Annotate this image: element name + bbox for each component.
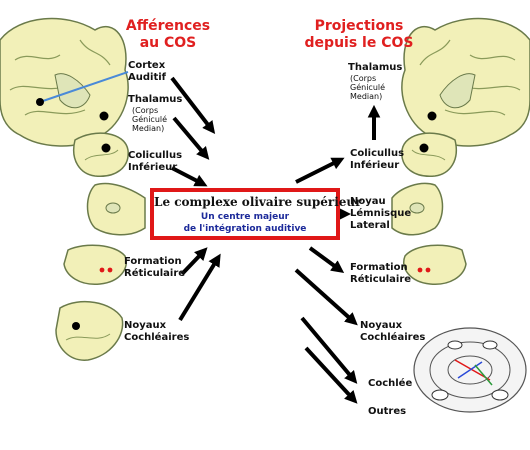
left-label-cortex-line2: Auditif	[128, 72, 167, 83]
right-label-colliculus-line2: Inférieur	[350, 160, 400, 171]
right-brain-section-colliculus-illustration	[401, 132, 457, 177]
arrow-cos-to-cochlee	[300, 316, 358, 384]
left-label-cortex: Cortex Auditif	[128, 60, 166, 84]
left-brain-section-cortex-illustration	[0, 17, 129, 147]
left-label-formation: Formation Réticulaire	[124, 256, 185, 280]
right-label-noyaux-line2: Cochléaires	[360, 332, 426, 343]
cos-subtitle-line1: Un centre majeur	[200, 212, 290, 222]
left-brain-section-cochlear-illustration	[55, 300, 124, 361]
right-heading-line2: depuis le COS	[304, 35, 414, 51]
right-label-outres-line1: Outres	[368, 406, 407, 417]
arrow-cos-to-colliculus	[295, 157, 345, 184]
right-label-colliculus: Colicullus Inférieur	[350, 148, 404, 172]
left-heading: Afférences au COS	[118, 18, 218, 52]
arrow-noyaux-to-cos	[178, 253, 221, 322]
right-label-colliculus-line1: Colicullus	[350, 148, 405, 159]
right-label-lemnisque-line3: Lateral	[350, 220, 390, 231]
right-label-formation: Formation Réticulaire	[350, 262, 411, 286]
right-label-thalamus-sub3: Median)	[350, 92, 383, 101]
left-label-noyaux-line1: Noyaux	[124, 320, 167, 331]
right-label-noyaux-line1: Noyaux	[360, 320, 403, 331]
left-label-cortex-line1: Cortex	[128, 60, 166, 71]
right-label-cochlee-line1: Cochlée	[368, 378, 413, 389]
projection-arrows	[294, 104, 381, 404]
arrow-cortex-to-cos	[170, 76, 216, 135]
right-label-lemnisque: Noyau Lémnisque Lateral	[350, 196, 411, 232]
cos-subtitle-line2: de l'intégration auditive	[183, 224, 307, 234]
left-heading-line1: Afférences	[125, 18, 211, 34]
left-label-thalamus-sub1: (Corps	[132, 106, 159, 115]
cochlea-diagram-illustration	[413, 327, 527, 413]
left-label-thalamus-sub2: Géniculé	[132, 115, 168, 124]
right-heading-line1: Projections	[314, 18, 404, 34]
right-brain-section-lemniscus-illustration	[391, 182, 444, 236]
left-brain-section-colliculus-illustration	[73, 132, 129, 177]
left-brain-section-pons-illustration	[86, 182, 146, 236]
left-label-colliculus: Colicullus Inférieur	[128, 150, 182, 174]
left-label-noyaux-line2: Cochléaires	[124, 332, 190, 343]
arrow-cos-to-noyaux	[294, 268, 358, 326]
left-label-formation-line2: Réticulaire	[124, 268, 186, 279]
right-label-thalamus-line1: Thalamus	[348, 62, 403, 73]
left-label-formation-line1: Formation	[124, 256, 182, 267]
left-label-thalamus-sub3: Median)	[132, 124, 165, 133]
afferent-arrows	[170, 76, 221, 322]
arrow-formation-to-cos	[180, 247, 208, 276]
cos-title: Le complexe olivaire supérieur	[154, 195, 362, 209]
arrow-cos-to-outres	[304, 346, 358, 404]
left-label-colliculus-line2: Inférieur	[128, 162, 178, 173]
right-heading: Projections depuis le COS	[294, 18, 424, 52]
arrow-thalamus-to-cos	[172, 116, 210, 160]
left-brain-section-reticular-illustration	[63, 244, 127, 285]
right-label-lemnisque-line2: Lémnisque	[350, 208, 412, 219]
right-label-formation-line1: Formation	[350, 262, 408, 273]
right-label-thalamus-sub1: (Corps	[350, 74, 377, 83]
right-label-formation-line2: Réticulaire	[350, 274, 412, 285]
left-heading-line2: au COS	[139, 35, 197, 51]
right-brain-section-thalamus-illustration	[401, 17, 530, 147]
left-label-colliculus-line1: Colicullus	[128, 150, 183, 161]
right-label-lemnisque-line1: Noyau	[350, 196, 386, 207]
right-label-thalamus: Thalamus (Corps Géniculé Median)	[348, 62, 402, 101]
left-label-noyaux: Noyaux Cochléaires	[124, 320, 189, 344]
left-label-thalamus-line1: Thalamus	[128, 94, 183, 105]
right-brain-section-reticular-illustration	[403, 244, 467, 285]
right-label-cochlee: Cochlée	[368, 378, 412, 390]
arrow-cos-to-formation	[308, 246, 345, 274]
right-label-noyaux: Noyaux Cochléaires	[360, 320, 425, 344]
left-label-thalamus: Thalamus (Corps Géniculé Median)	[128, 94, 182, 133]
right-label-thalamus-sub2: Géniculé	[350, 83, 386, 92]
right-label-outres: Outres	[368, 406, 406, 418]
cos-center-box: Le complexe olivaire supérieur Un centre…	[150, 188, 362, 240]
arrow-colliculus-to-cos	[171, 166, 208, 187]
